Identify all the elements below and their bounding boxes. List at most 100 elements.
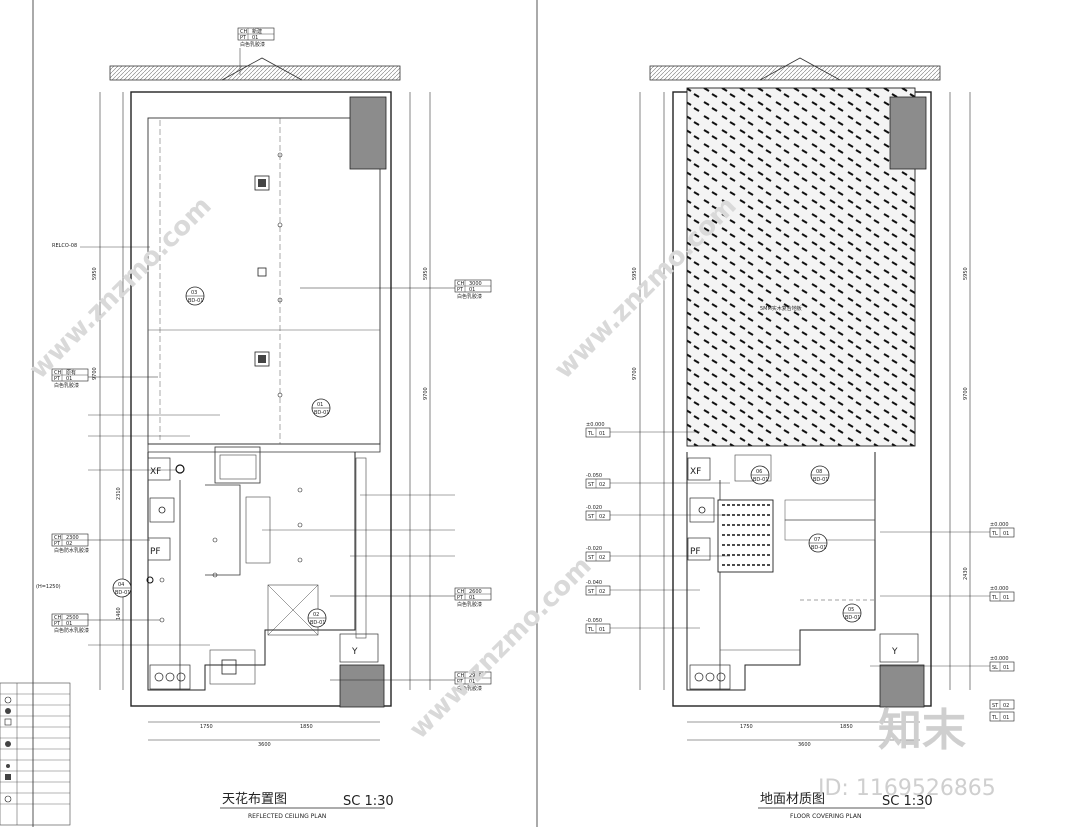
right-shower-tile — [717, 499, 774, 573]
left-tag-1: CH 3000 PT 01 白色乳胶漆 — [300, 279, 492, 300]
right-scale: SC 1:30 — [882, 794, 933, 809]
svg-text:CH: CH — [457, 589, 464, 595]
svg-text:CH: CH — [240, 29, 247, 35]
right-pf-symbol: PF — [690, 547, 701, 557]
svg-text:ST: ST — [588, 514, 595, 520]
left-section-mark-01: 01 BD-01 — [311, 398, 331, 418]
right-tag-5: -0.050 TL 01 — [585, 618, 700, 634]
svg-text:02: 02 — [599, 555, 605, 561]
svg-text:±0.000: ±0.000 — [990, 656, 1009, 662]
left-section-mark-04: 04 BD-01 — [112, 578, 132, 598]
svg-text:01: 01 — [66, 376, 72, 382]
right-column-top — [889, 96, 927, 170]
svg-text:01: 01 — [1003, 715, 1009, 721]
left-dim-h2: 9700 — [92, 367, 98, 380]
right-xf-symbol: XF — [690, 467, 701, 477]
left-dim-b: 1850 — [300, 724, 313, 730]
left-dim-h4: 1460 — [116, 607, 122, 620]
svg-text:02: 02 — [1003, 703, 1009, 709]
right-dim-total: 3600 — [798, 742, 811, 748]
right-tag-0: ±0.000 TL 01 — [585, 422, 700, 438]
svg-text:白色防水乳胶漆: 白色防水乳胶漆 — [54, 627, 89, 634]
svg-text:01: 01 — [469, 679, 475, 685]
left-plan: XF PF Y 1750 1850 3600 5950 9700 2310 59… — [0, 27, 492, 826]
left-pf-symbol: PF — [150, 547, 161, 557]
left-dim-a: 1750 — [200, 724, 213, 730]
right-tag-10: TL 01 — [989, 711, 1015, 722]
svg-text:±0.000: ±0.000 — [990, 586, 1009, 592]
svg-text:原有: 原有 — [66, 369, 76, 376]
svg-text:BD-01: BD-01 — [314, 410, 329, 416]
svg-text:2600: 2600 — [469, 589, 482, 595]
left-column-bottom — [339, 664, 385, 708]
svg-text:-0.050: -0.050 — [586, 473, 602, 479]
svg-text:01: 01 — [599, 627, 605, 633]
left-tag-0: CH 新建 PT 01 白色乳胶漆 — [237, 27, 275, 75]
watermark-brand-logo: 知末 — [878, 705, 966, 756]
right-title-cn: 地面材质图 — [760, 792, 825, 807]
right-section-mark-08: 08 BD-01 — [810, 465, 830, 485]
svg-text:-0.020: -0.020 — [586, 546, 602, 552]
left-ceiling-area — [147, 117, 381, 445]
svg-text:01: 01 — [1003, 665, 1009, 671]
svg-text:PT: PT — [457, 595, 464, 601]
svg-text:TL: TL — [991, 595, 998, 601]
svg-text:02: 02 — [599, 589, 605, 595]
right-column-bottom — [879, 664, 925, 708]
svg-text:TL: TL — [587, 627, 594, 633]
left-top-wall — [109, 65, 401, 81]
left-scale: SC 1:30 — [343, 794, 394, 809]
left-dim-h1-right: 5950 — [423, 267, 429, 280]
svg-text:BD-01: BD-01 — [188, 298, 203, 304]
svg-text:01: 01 — [599, 431, 605, 437]
svg-text:2500: 2500 — [66, 615, 79, 621]
svg-text:ST: ST — [588, 482, 595, 488]
svg-text:01: 01 — [469, 595, 475, 601]
svg-text:01: 01 — [469, 287, 475, 293]
watermark-id: ID: 1169526865 — [818, 776, 996, 801]
right-title-en: FLOOR COVERING PLAN — [790, 813, 861, 820]
svg-text:05: 05 — [848, 607, 854, 613]
svg-text:PT: PT — [54, 621, 61, 627]
left-tag-3: CH 2600 PT 01 白色乳胶漆 — [330, 587, 492, 608]
right-tag-3: -0.020 ST 02 — [585, 546, 730, 562]
left-tag-2: CH 原有 PT 01 白色乳胶漆 — [51, 368, 158, 389]
svg-text:TL: TL — [991, 715, 998, 721]
left-title-en: REFLECTED CEILING PLAN — [248, 813, 326, 820]
svg-text:新建: 新建 — [252, 28, 262, 35]
watermark-left: www.znzmo.com — [24, 191, 218, 385]
left-y-symbol: Y — [351, 647, 358, 657]
svg-text:CH: CH — [54, 535, 61, 541]
svg-text:白色乳胶漆: 白色乳胶漆 — [240, 41, 265, 48]
left-column-top — [349, 96, 387, 170]
svg-text:SL: SL — [992, 665, 998, 671]
right-floor-annotation: 5MM实木复合地板 — [760, 305, 802, 312]
svg-text:01: 01 — [1003, 531, 1009, 537]
right-tag-1: -0.050 ST 02 — [585, 473, 730, 489]
svg-text:BD-01: BD-01 — [811, 545, 826, 551]
svg-text:03: 03 — [191, 290, 197, 296]
svg-text:BD-01: BD-01 — [845, 615, 860, 621]
svg-text:01: 01 — [252, 35, 258, 41]
svg-text:TL: TL — [991, 531, 998, 537]
right-top-wall — [649, 65, 941, 81]
legend-table — [0, 682, 71, 826]
svg-text:01: 01 — [66, 621, 72, 627]
svg-text:-0.050: -0.050 — [586, 618, 602, 624]
left-tag-6: CH 2900 PT 01 白色乳胶漆 — [330, 671, 492, 692]
svg-text:PT: PT — [54, 541, 61, 547]
svg-text:CH: CH — [54, 370, 61, 376]
svg-text:ST: ST — [588, 555, 595, 561]
right-tag-9: ST 02 — [989, 699, 1015, 710]
right-wood-floor — [686, 87, 916, 447]
svg-text:PT: PT — [457, 679, 464, 685]
right-dim-h1-right: 5950 — [963, 267, 969, 280]
svg-text:08: 08 — [816, 469, 822, 475]
svg-text:白色乳胶漆: 白色乳胶漆 — [54, 382, 79, 389]
left-title-cn: 天花布置图 — [222, 791, 287, 807]
left-tag-4: CH 2300 PT 02 白色防水乳胶漆 — [51, 533, 150, 554]
svg-text:3000: 3000 — [469, 281, 482, 287]
svg-text:BD-01: BD-01 — [310, 620, 325, 626]
svg-text:02: 02 — [599, 514, 605, 520]
left-annotation-relco: RELCO-08 — [52, 243, 77, 249]
